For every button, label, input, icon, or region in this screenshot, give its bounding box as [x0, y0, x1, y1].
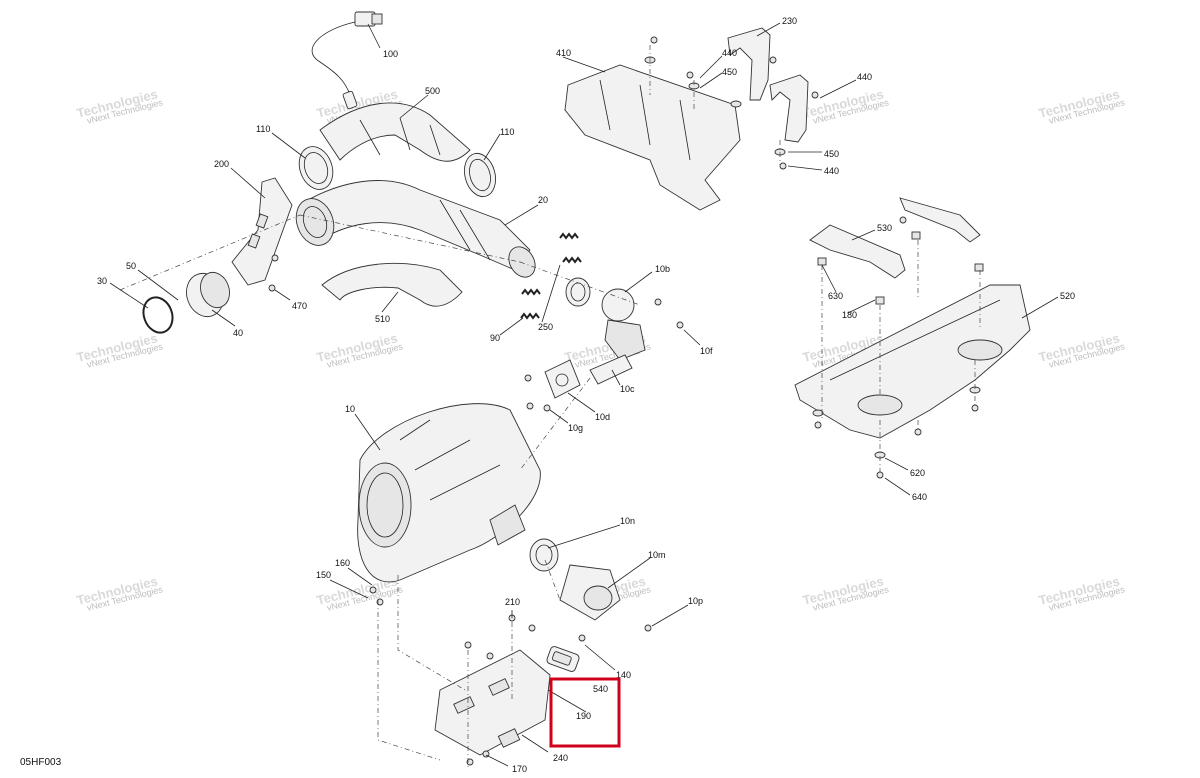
tube-part[interactable]	[589, 354, 633, 385]
callout-labels: 100 500 110 110 200 20 50 30 40 470 510 …	[97, 16, 1075, 774]
callout-30: 30	[97, 276, 107, 286]
callout-440-b: 440	[857, 72, 872, 82]
callout-10p: 10p	[688, 596, 703, 606]
diagram-code: 05HF003	[20, 757, 62, 768]
callout-240: 240	[553, 753, 568, 763]
outlet-tip-part[interactable]	[559, 564, 621, 621]
heat-shield-bracket-part[interactable]	[809, 197, 984, 305]
callout-530: 530	[877, 223, 892, 233]
callout-110-left: 110	[256, 124, 270, 134]
callout-510: 510	[375, 314, 390, 324]
callout-640: 640	[912, 492, 927, 502]
callout-10m: 10m	[648, 550, 666, 560]
callout-170: 170	[512, 764, 527, 774]
gasket-ring-part[interactable]	[139, 293, 178, 336]
clamp-right-part[interactable]	[460, 150, 500, 200]
callout-500: 500	[425, 86, 440, 96]
outlet-ring-part[interactable]	[529, 538, 559, 572]
callout-620: 620	[910, 468, 925, 478]
pipe-clamp-part[interactable]	[181, 268, 235, 322]
callout-190: 190	[576, 711, 591, 721]
lower-heat-shield-part[interactable]	[321, 262, 463, 307]
construction-lines-right	[649, 45, 981, 472]
callout-10: 10	[345, 404, 355, 414]
construction-lines	[119, 214, 641, 770]
callout-10n: 10n	[620, 516, 635, 526]
highlight-box	[549, 677, 621, 748]
seal-ring-part[interactable]	[565, 277, 591, 307]
callout-470: 470	[292, 301, 307, 311]
rubber-mount-part[interactable]	[546, 645, 580, 672]
mounting-strap-part[interactable]	[727, 27, 809, 143]
muffler-part[interactable]	[357, 403, 541, 583]
callout-10c: 10c	[620, 384, 635, 394]
clamp-left-part[interactable]	[293, 142, 338, 194]
fastener-set-part[interactable]	[268, 254, 684, 766]
callout-140: 140	[616, 670, 631, 680]
callout-250: 250	[538, 322, 553, 332]
callout-110-right: 110	[500, 127, 514, 137]
callout-450-b: 450	[824, 149, 839, 159]
callout-540: 540	[593, 684, 608, 694]
mount-bracket-part[interactable]	[434, 649, 551, 756]
callout-450-a: 450	[722, 67, 737, 77]
upper-heat-shield-part[interactable]	[319, 102, 471, 162]
callout-440-c: 440	[824, 166, 839, 176]
callout-630: 630	[828, 291, 843, 301]
callout-410: 410	[556, 48, 571, 58]
callout-230: 230	[782, 16, 797, 26]
callout-50: 50	[126, 261, 136, 271]
callout-10d: 10d	[595, 412, 610, 422]
elbow-fitting-part[interactable]	[601, 288, 646, 361]
spring-part[interactable]	[520, 232, 582, 320]
callout-150: 150	[316, 570, 331, 580]
callout-160: 160	[335, 558, 350, 568]
leader-lines	[109, 22, 1059, 767]
support-bracket-part[interactable]	[231, 177, 293, 286]
oxygen-sensor-part[interactable]	[311, 11, 383, 110]
callout-200: 200	[214, 159, 229, 169]
flange-plate-part[interactable]	[544, 359, 581, 399]
callout-180: 180	[842, 310, 857, 320]
callout-440-a: 440	[722, 48, 737, 58]
callout-40: 40	[233, 328, 243, 338]
callout-20: 20	[538, 195, 548, 205]
strap-fastener-part[interactable]	[644, 36, 819, 170]
callout-10f: 10f	[700, 346, 713, 356]
callout-520: 520	[1060, 291, 1075, 301]
callout-10b: 10b	[655, 264, 670, 274]
callout-90: 90	[490, 333, 500, 343]
callout-210: 210	[505, 597, 520, 607]
callout-10g: 10g	[568, 423, 583, 433]
muffler-cover-part[interactable]	[564, 64, 741, 211]
callout-100: 100	[383, 49, 398, 59]
exhaust-pipe-part[interactable]	[290, 180, 541, 282]
